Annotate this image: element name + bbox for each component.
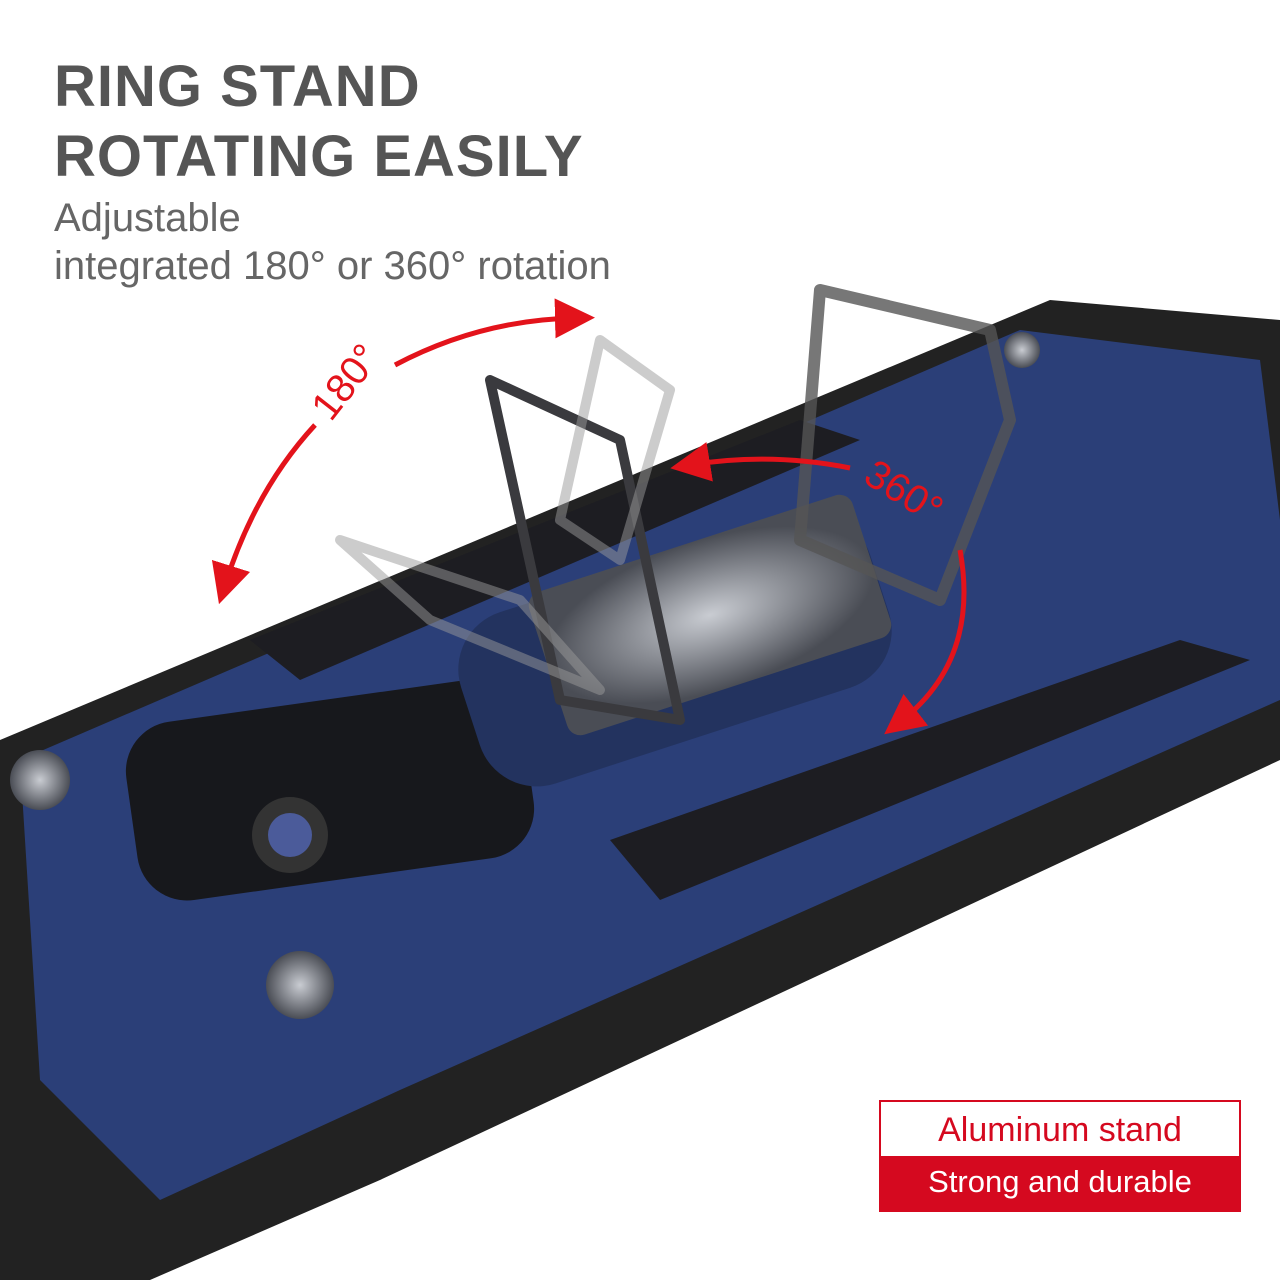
- headline-line-2: ROTATING EASILY: [54, 124, 584, 189]
- feature-badge: Aluminum stand Strong and durable: [879, 1100, 1241, 1212]
- arrow-360-top: [670, 442, 851, 482]
- headline-line-1: RING STAND: [54, 54, 421, 119]
- subtitle: Adjustable integrated 180° or 360° rotat…: [54, 194, 611, 290]
- badge-top-text: Aluminum stand: [881, 1102, 1239, 1156]
- badge-bottom-text: Strong and durable: [881, 1156, 1239, 1210]
- arrow-180-top: [393, 298, 595, 368]
- subtitle-line-1: Adjustable: [54, 196, 241, 240]
- rotation-arrows: [211, 298, 967, 735]
- arrow-360-bottom: [884, 549, 967, 735]
- arrow-180-bottom: [211, 423, 317, 605]
- subtitle-line-2: integrated 180° or 360° rotation: [54, 244, 611, 288]
- ring-stand: [335, 284, 1016, 725]
- headline: RING STAND ROTATING EASILY: [54, 52, 584, 192]
